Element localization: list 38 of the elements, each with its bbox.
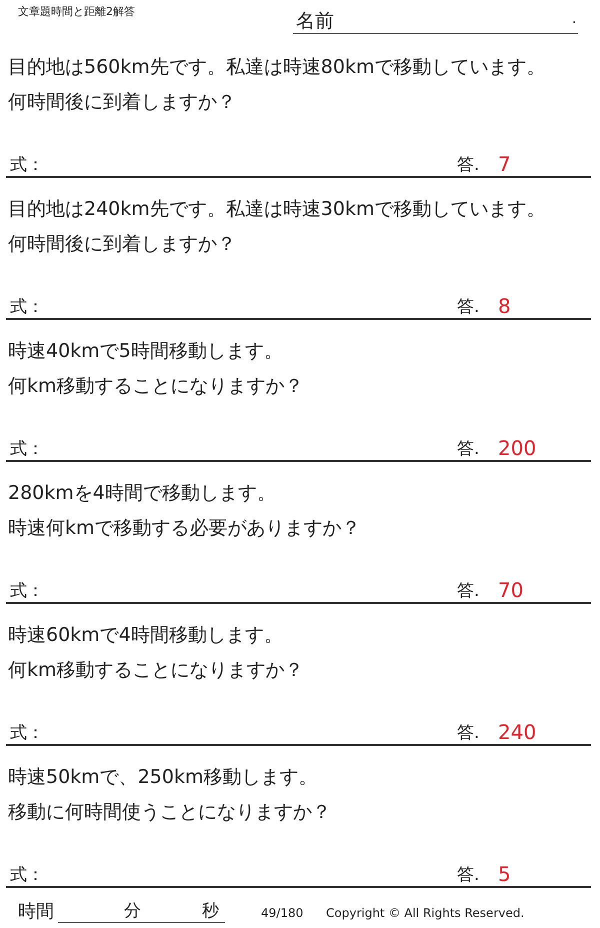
- question-text: 時速60kmで4時間移動します。: [8, 626, 283, 645]
- formula-label: 式：: [10, 157, 44, 174]
- question-text: 何km移動することになりますか？: [8, 661, 304, 680]
- name-label: 名前: [296, 12, 334, 31]
- formula-label: 式：: [10, 299, 44, 316]
- answer-value: 8: [498, 296, 511, 316]
- worksheet-title: 文章題時間と距離2解答: [18, 6, 135, 17]
- answer-label: 答.: [457, 583, 480, 600]
- answer-value: 240: [498, 722, 536, 742]
- answer-label: 答.: [457, 441, 480, 458]
- seconds-label: 秒: [202, 903, 219, 920]
- formula-label: 式：: [10, 725, 44, 742]
- period-mark: .: [572, 12, 576, 26]
- page-number: 49/180: [261, 907, 304, 919]
- formula-label: 式：: [10, 583, 44, 600]
- question-text: 280kmを4時間で移動します。: [8, 484, 276, 503]
- answer-label: 答.: [457, 299, 480, 316]
- question-text: 何時間後に到着しますか？: [8, 235, 236, 254]
- question-text: 時速50kmで、250km移動します。: [8, 768, 318, 787]
- answer-value: 5: [498, 864, 511, 884]
- formula-label: 式：: [10, 867, 44, 884]
- question-text: 目的地は560km先です。私達は時速80kmで移動しています。: [8, 58, 546, 77]
- time-label: 時間: [18, 903, 54, 921]
- question-text: 目的地は240km先です。私達は時速30kmで移動しています。: [8, 200, 546, 219]
- minutes-label: 分: [124, 903, 141, 920]
- question-text: 何km移動することになりますか？: [8, 377, 304, 396]
- question-text: 時速何kmで移動する必要がありますか？: [8, 519, 361, 538]
- question-text: 何時間後に到着しますか？: [8, 93, 236, 112]
- question-text: 移動に何時間使うことになりますか？: [8, 803, 331, 822]
- copyright-notice: Copyright © All Rights Reserved.: [326, 907, 524, 919]
- answer-label: 答.: [457, 867, 480, 884]
- formula-label: 式：: [10, 441, 44, 458]
- question-text: 時速40kmで5時間移動します。: [8, 342, 283, 361]
- answer-value: 7: [498, 154, 511, 174]
- answer-value: 200: [498, 438, 536, 458]
- answer-label: 答.: [457, 157, 480, 174]
- answer-value: 70: [498, 580, 524, 600]
- answer-label: 答.: [457, 725, 480, 742]
